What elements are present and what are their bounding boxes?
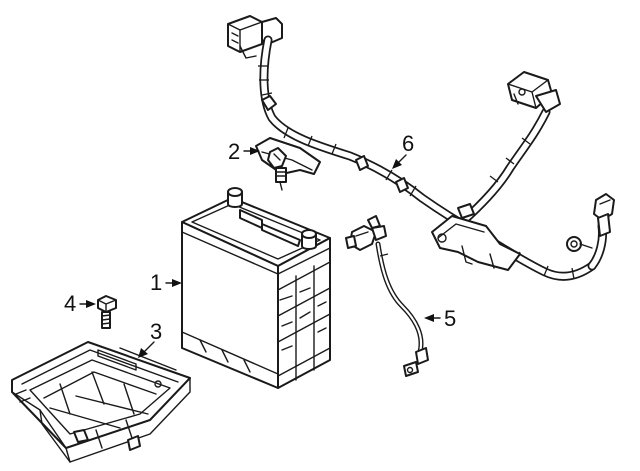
negative-cable bbox=[345, 215, 429, 377]
callout-4: 4 bbox=[64, 291, 96, 316]
mounting-bolt bbox=[97, 295, 117, 329]
battery-terminal-right bbox=[301, 229, 317, 250]
callout-2: 2 bbox=[228, 139, 260, 164]
callout-4-label: 4 bbox=[64, 291, 76, 316]
callout-1: 1 bbox=[150, 270, 182, 295]
wiring-harness bbox=[227, 15, 615, 281]
negative-cable-eyelet bbox=[403, 347, 429, 377]
harness-junction-bracket bbox=[431, 203, 521, 271]
callout-5: 5 bbox=[424, 306, 456, 331]
harness-fuse-clip bbox=[593, 193, 615, 237]
callout-3-label: 3 bbox=[150, 319, 162, 344]
callout-5-label: 5 bbox=[444, 306, 456, 331]
callout-2-label: 2 bbox=[228, 139, 240, 164]
battery-terminal-left bbox=[227, 187, 243, 208]
harness-right-connector bbox=[507, 71, 561, 113]
callout-3: 3 bbox=[138, 319, 162, 358]
hold-down-bracket bbox=[255, 137, 321, 191]
callout-1-label: 1 bbox=[150, 270, 162, 295]
negative-cable-clamp bbox=[345, 215, 387, 251]
battery bbox=[181, 187, 331, 389]
harness-round-connector bbox=[566, 236, 593, 252]
callout-6: 6 bbox=[392, 131, 414, 169]
harness-top-connector bbox=[227, 15, 283, 59]
callout-6-label: 6 bbox=[402, 131, 414, 156]
battery-tray bbox=[11, 341, 191, 463]
